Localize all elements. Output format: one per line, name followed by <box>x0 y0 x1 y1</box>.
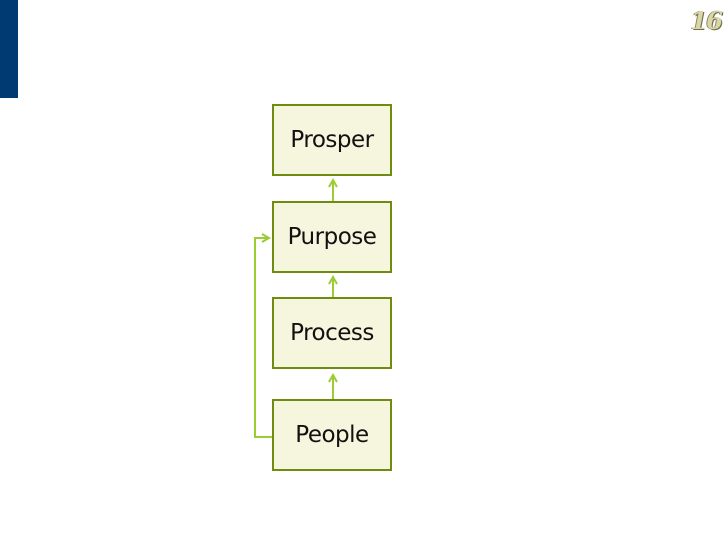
side-accent-bar <box>0 0 18 98</box>
node-process-label: Process <box>290 320 374 346</box>
node-purpose: Purpose <box>272 201 392 273</box>
node-purpose-label: Purpose <box>287 224 377 250</box>
node-process: Process <box>272 297 392 369</box>
slide-number: 16 <box>690 6 723 35</box>
arrow-people-to-purpose-loop <box>254 238 272 438</box>
node-prosper: Prosper <box>272 104 392 176</box>
node-people: People <box>272 399 392 471</box>
node-prosper-label: Prosper <box>290 127 374 153</box>
node-people-label: People <box>295 422 369 448</box>
